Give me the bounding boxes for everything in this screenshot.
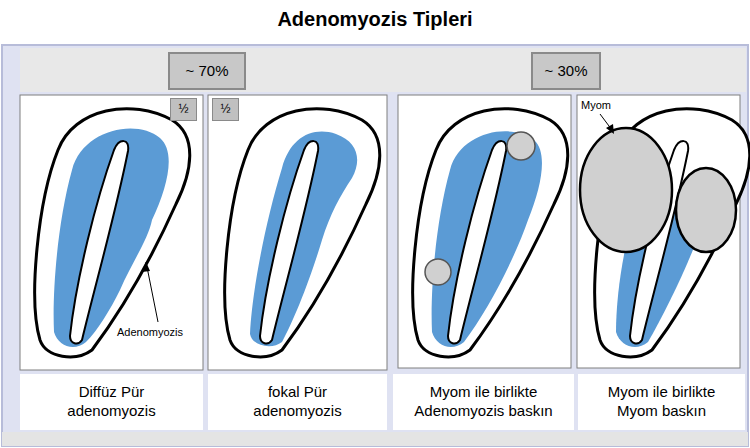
node-text: fokal Pür adenomyozis	[233, 383, 363, 421]
node-text: ½	[220, 102, 230, 117]
fraction-box: ½	[170, 98, 197, 121]
callout-label: Adenomyozis	[116, 326, 184, 338]
node-text: Myom ile birlikte Myom baskın	[587, 383, 737, 421]
percent-box: ~ 30%	[531, 52, 601, 90]
percent-box: ~ 70%	[168, 52, 246, 90]
node-text: ~ 70%	[186, 62, 229, 81]
node-text: Myom ile birlikte Adenomyozis baskın	[404, 383, 564, 421]
node-text: Diffüz Pür adenomyozis	[37, 383, 187, 421]
caption-box: Diffüz Pür adenomyozis	[20, 374, 203, 430]
caption-box: fokal Pür adenomyozis	[208, 374, 387, 430]
caption-box: Myom ile birlikte Myom baskın	[578, 374, 745, 430]
caption-box: Myom ile birlikte Adenomyozis baskın	[393, 374, 574, 430]
fraction-box: ½	[212, 98, 239, 121]
node-text: ~ 30%	[545, 62, 588, 81]
title: Adenomyozis Tipleri	[0, 8, 750, 31]
node-text: ½	[178, 102, 188, 117]
callout-label: Myom	[580, 99, 612, 111]
